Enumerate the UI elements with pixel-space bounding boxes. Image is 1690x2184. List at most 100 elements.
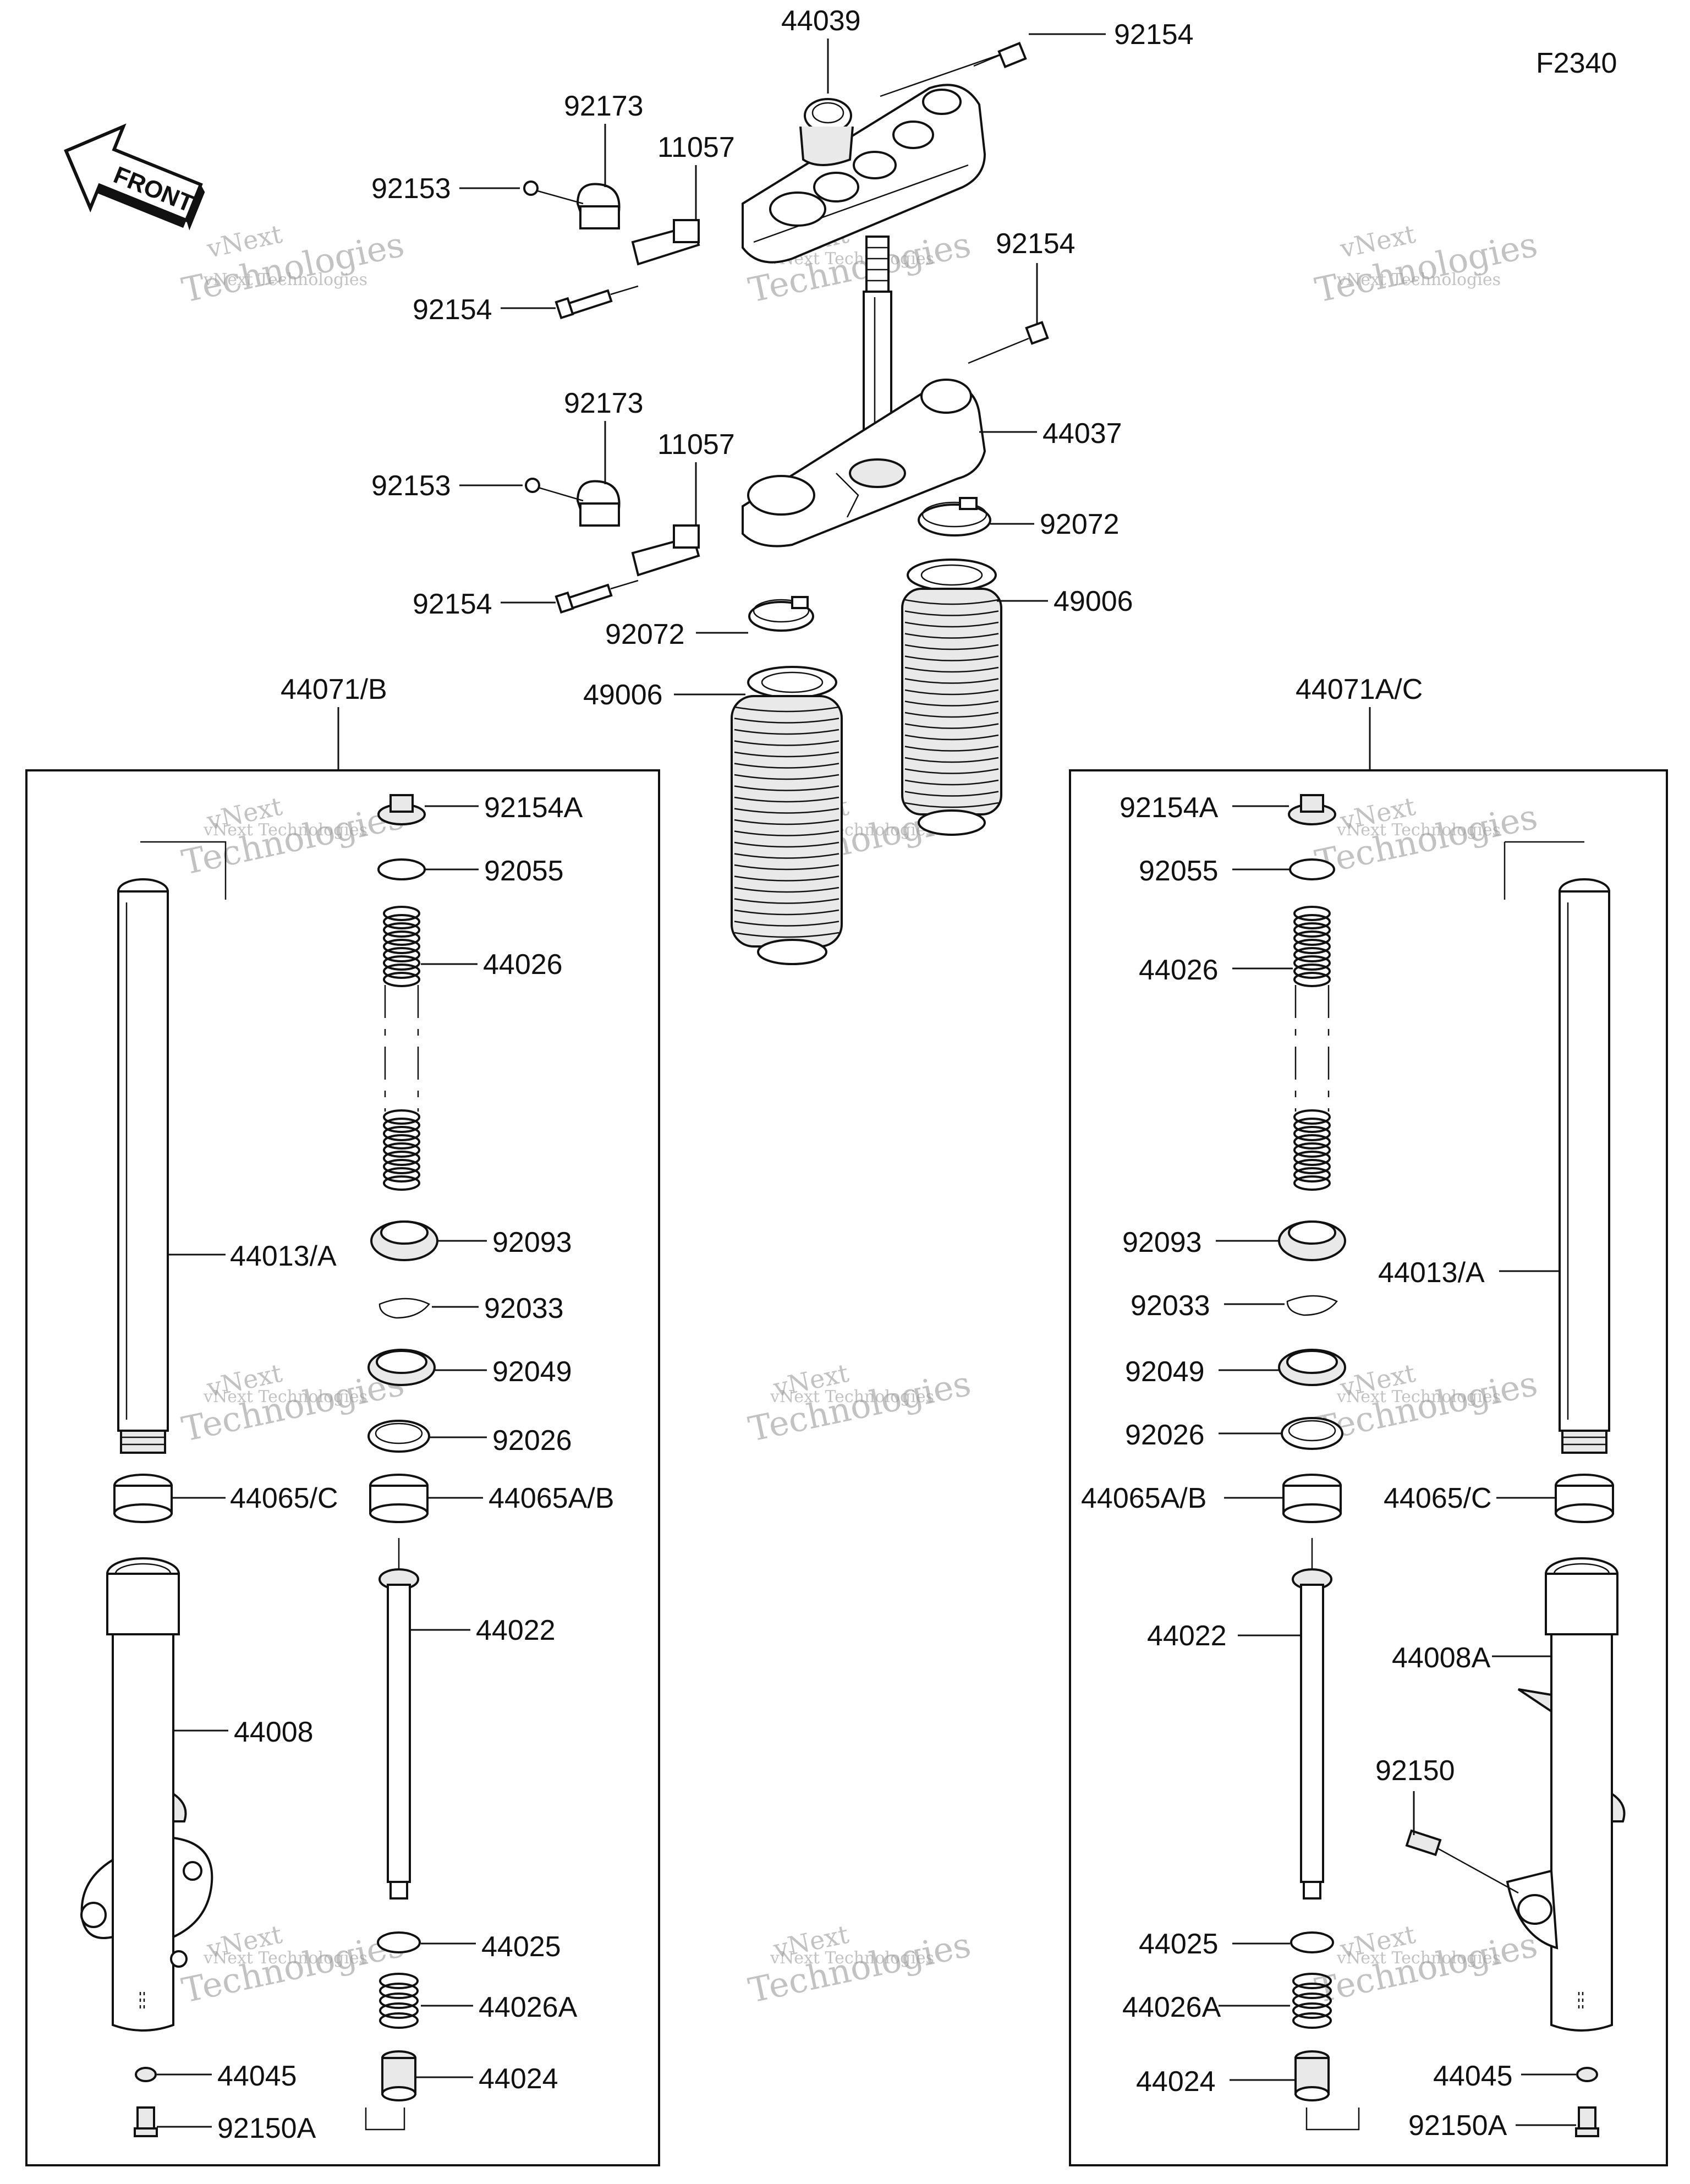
spring-coil: [379, 1993, 419, 2009]
spring-coil: [383, 972, 420, 987]
label-boot-left: 49006: [583, 679, 663, 711]
watermark-caption: vNext Technologies: [770, 1387, 934, 1406]
boot-rib: [734, 853, 839, 859]
right-caliper-bolt: 92150: [1375, 1755, 1519, 1894]
spring-coil: [1292, 1993, 1332, 2009]
spring-coil: [1293, 1126, 1331, 1141]
spring-coil: [1293, 1118, 1331, 1133]
right-stopper-ring: 92033: [1131, 1290, 1338, 1322]
label-lower-clamp: 92173: [564, 387, 644, 419]
spring-coil: [1293, 955, 1331, 971]
label-lower-bolt-left: 92154: [413, 588, 492, 620]
label-left-bush-slider: 44065A/B: [489, 1482, 614, 1514]
right-outer-tube: 44008A: [1392, 1557, 1626, 2032]
label-lower-bracket: 44037: [1042, 418, 1122, 450]
spring-coil: [1293, 930, 1331, 946]
left-outer-tube: 44008: [80, 1557, 314, 2032]
left-spring: 44026: [383, 906, 563, 1191]
boot-rib: [904, 666, 999, 673]
right-oil-seal: 92049: [1125, 1349, 1346, 1388]
left-washer: 92026: [367, 1420, 572, 1457]
watermark-caption: vNext Technologies: [1336, 820, 1501, 840]
right-inner-tube: 44013/A: [1378, 841, 1610, 1454]
spring-coil: [379, 2012, 419, 2029]
left-stopper-ring: 92033: [378, 1293, 564, 1324]
left-spring-coils-bottom: [383, 1109, 420, 1191]
spring-coil: [379, 1973, 419, 1989]
label-left-piston-ring: 44025: [481, 1931, 561, 1963]
watermark-caption: vNext Technologies: [1336, 1387, 1501, 1406]
lower-plate: 11057: [631, 429, 735, 577]
left-cylinder: 44022: [378, 1538, 556, 1900]
boot-rib: [904, 734, 999, 741]
boot-rib: [734, 864, 839, 871]
spring-coil: [383, 930, 420, 946]
boot-rib: [734, 751, 839, 758]
label-right-washer: 92026: [1125, 1419, 1205, 1451]
boot-rib: [904, 779, 999, 786]
band-right: 92072: [918, 497, 1120, 540]
label-left-cap-bolt: 92154A: [484, 792, 583, 824]
label-right-spring: 44026: [1139, 954, 1219, 986]
boot-rib: [904, 621, 999, 628]
label-upper-plate: 11057: [657, 132, 735, 163]
lower-screw: 92153: [371, 470, 584, 502]
boot-rib: [904, 700, 999, 707]
spring-coil: [383, 1159, 420, 1174]
left-dust-seal: 92093: [370, 1220, 572, 1261]
boot-rib: [904, 610, 999, 616]
spring-coil: [1293, 1159, 1331, 1174]
boot-rib: [734, 830, 839, 836]
label-left-oring: 92055: [484, 855, 564, 887]
upper-screw: 92153: [371, 173, 584, 205]
left-cap-bolt: 92154A: [377, 792, 583, 825]
spring-coil: [1293, 972, 1331, 987]
stem-bolt-right: 92154: [968, 228, 1076, 364]
spring-coil: [383, 939, 420, 954]
label-right-bottom-bolt: 92150A: [1408, 2110, 1507, 2142]
spring-coil: [1293, 1142, 1331, 1158]
left-inner-tube: 44013/A: [117, 841, 337, 1454]
label-left-outer-tube: 44008: [234, 1716, 314, 1748]
boot-rib: [904, 711, 999, 718]
watermark: vNext Technologies: [178, 219, 408, 310]
spring-coil: [1293, 922, 1331, 938]
boot-rib: [904, 723, 999, 729]
spring-coil: [1293, 1167, 1331, 1183]
spring-coil: [383, 922, 420, 938]
boot-rib: [904, 599, 999, 605]
right-bush-tube: 44065/C: [1384, 1474, 1614, 1523]
label-right-oring: 92055: [1139, 855, 1219, 887]
spring-coil: [383, 1167, 420, 1183]
right-dust-seal: 92093: [1122, 1220, 1346, 1261]
boot-rib: [904, 678, 999, 684]
boot-rib: [734, 729, 839, 735]
boot-rib: [734, 796, 839, 803]
label-left-washer: 92026: [492, 1425, 572, 1457]
spring-coil: [383, 906, 420, 921]
upper-bolt-right: 92154: [880, 19, 1194, 97]
label-left-cylinder: 44022: [476, 1614, 556, 1646]
upper-clamp: 92173: [564, 90, 644, 229]
watermark: vNext Technologies: [1312, 219, 1541, 310]
boot-rib: [904, 768, 999, 774]
spring-coil: [1293, 1134, 1331, 1150]
boot-rib: [734, 921, 839, 927]
left-bottom-bolt: 92150A: [134, 2106, 316, 2144]
spring-coil: [1292, 2012, 1332, 2029]
boot-rib: [904, 746, 999, 752]
spring-coil: [1293, 906, 1331, 921]
boot-right-ribs: [904, 599, 999, 808]
left-rebound-spring: 44026A: [379, 1973, 578, 2029]
label-right-gasket: 44045: [1433, 2060, 1513, 2092]
label-right-outer-tube: 44008A: [1392, 1642, 1491, 1674]
spring-coil: [379, 1983, 419, 1999]
left-oil-lock: 44024: [365, 2050, 558, 2131]
label-upper-bolt-left: 92154: [413, 294, 492, 326]
label-left-stopper-ring: 92033: [484, 1293, 564, 1324]
label-left-bush-tube: 44065/C: [230, 1482, 338, 1514]
watermark-caption: vNext Technologies: [203, 1948, 367, 1968]
right-oil-lock: 44024: [1136, 2050, 1360, 2131]
spring-coil: [1292, 1983, 1332, 1999]
